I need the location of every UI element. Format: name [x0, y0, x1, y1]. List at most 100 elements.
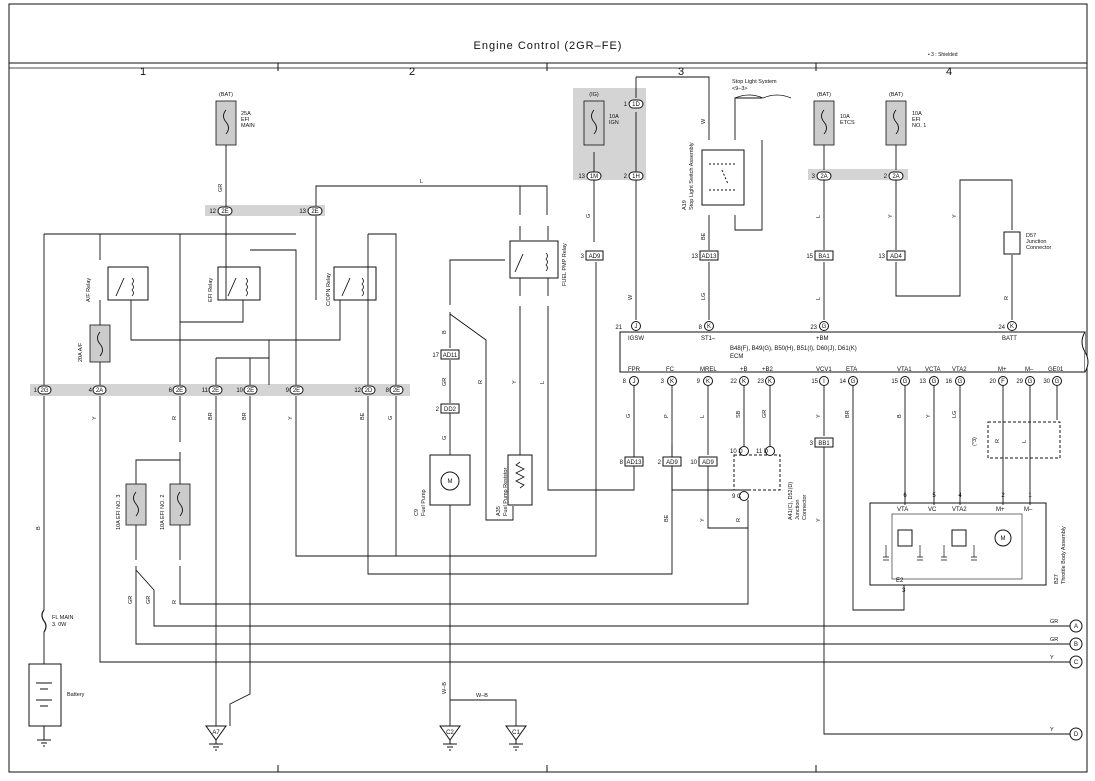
svg-text:Y: Y	[512, 380, 518, 384]
svg-text:6: 6	[169, 388, 173, 394]
ecm-pin: 24 K BATT	[998, 321, 1017, 342]
shield: (*3)	[972, 421, 1061, 459]
svg-text:2E: 2E	[176, 388, 183, 394]
svg-text:VTA2: VTA2	[952, 507, 967, 513]
svg-text:1D: 1D	[632, 102, 640, 108]
svg-text:12: 12	[209, 209, 216, 215]
fuse-label: FL MAIN	[52, 615, 74, 621]
svg-text:+B: +B	[740, 367, 748, 373]
svg-text:2A: 2A	[96, 388, 103, 394]
svg-text:L: L	[816, 215, 822, 218]
fuse-label: ETCS	[840, 120, 855, 126]
svg-text:I: I	[823, 379, 825, 385]
ground-a7: A7	[205, 725, 227, 751]
wires	[43, 76, 1070, 735]
output-b: GRB	[1050, 637, 1083, 651]
component-label: A41(C), D52(D)	[788, 482, 794, 520]
svg-text:AD9: AD9	[666, 460, 678, 466]
svg-text:2A: 2A	[892, 174, 899, 180]
svg-text:G: G	[626, 414, 632, 418]
ecm-name: ECM	[730, 354, 743, 360]
fuse-etcs: (BAT) 10A ETCS	[813, 92, 855, 146]
svg-text:+B2: +B2	[762, 367, 774, 373]
svg-text:Y: Y	[952, 214, 958, 218]
svg-text:9: 9	[286, 388, 290, 394]
svg-text:K: K	[768, 379, 772, 385]
throttle-pin: 1M–	[1024, 493, 1033, 513]
svg-text:R: R	[172, 416, 178, 420]
fuse-label: 10A	[609, 114, 619, 120]
svg-text:A: A	[1074, 624, 1078, 630]
shield-label: (*3)	[972, 437, 978, 446]
ecm-header: B48(F), B49(G), B50(H), B51(I), D60(J), …	[730, 346, 857, 352]
svg-text:G: G	[958, 379, 963, 385]
svg-text:2D: 2D	[365, 388, 373, 394]
svg-text:BR: BR	[242, 412, 248, 420]
svg-text:17: 17	[432, 353, 439, 359]
component-label: Connector	[1026, 245, 1052, 251]
svg-text:10 D: 10 D	[730, 449, 743, 455]
svg-text:2: 2	[1001, 493, 1005, 499]
svg-text:B: B	[897, 414, 903, 418]
fuse-label: 20A A/F	[78, 342, 84, 362]
svg-text:4: 4	[958, 493, 962, 499]
svg-text:F: F	[1001, 379, 1005, 385]
svg-text:VC: VC	[928, 507, 937, 513]
svg-text:5: 5	[932, 493, 936, 499]
svg-text:W–B: W–B	[476, 693, 488, 699]
svg-text:W–B: W–B	[442, 682, 448, 694]
relay-label: A/F Relay	[86, 278, 92, 302]
svg-text:G: G	[586, 214, 592, 218]
svg-text:LG: LG	[952, 411, 958, 418]
svg-text:BA1: BA1	[818, 254, 830, 260]
battery-label: Battery	[67, 692, 85, 698]
stop-light-system-label: Stop Light System	[732, 79, 777, 85]
svg-text:AD4: AD4	[890, 254, 902, 260]
component-label: Throttle Body Assembly	[1061, 526, 1067, 584]
svg-text:G: G	[388, 416, 394, 420]
fuse-label: 10A EFI NO. 3	[116, 495, 122, 530]
throttle-e2-pin: 3	[902, 588, 906, 594]
ecm-pin: 21 J IGSW	[615, 321, 644, 342]
component-label: Connector	[802, 494, 808, 520]
svg-text:C2: C2	[446, 730, 454, 736]
output-c: YC	[1050, 655, 1083, 669]
svg-text:2: 2	[436, 407, 440, 413]
svg-text:9: 9	[697, 379, 701, 385]
svg-text:AD11: AD11	[443, 353, 458, 359]
svg-text:11 D: 11 D	[756, 449, 769, 455]
svg-text:K: K	[707, 324, 711, 330]
svg-text:Y: Y	[816, 518, 822, 522]
component-label: A19	[682, 200, 688, 210]
title-block: Engine Control (2GR–FE) • 3 : Shielded	[8, 3, 1088, 773]
svg-text:R: R	[478, 380, 484, 384]
svg-text:1: 1	[624, 102, 628, 108]
ecm-block: B48(F), B49(G), B50(H), B51(I), D60(J), …	[619, 331, 1089, 373]
fuel-pump-resistor: A35 Fuel Pump Resistor	[496, 454, 533, 516]
svg-text:G: G	[1055, 379, 1060, 385]
svg-text:8: 8	[620, 460, 624, 466]
svg-text:MREL: MREL	[700, 367, 717, 373]
svg-text:3: 3	[810, 441, 814, 447]
svg-text:FPR: FPR	[628, 367, 641, 373]
svg-text:FC: FC	[666, 367, 675, 373]
svg-text:14: 14	[839, 379, 846, 385]
output-d: YD	[1050, 727, 1083, 741]
fuse-efi-no3: 10A EFI NO. 3	[116, 483, 147, 530]
fuse-source: (BAT)	[219, 92, 233, 98]
component-label: Fuel Pump Resistor	[503, 468, 509, 516]
